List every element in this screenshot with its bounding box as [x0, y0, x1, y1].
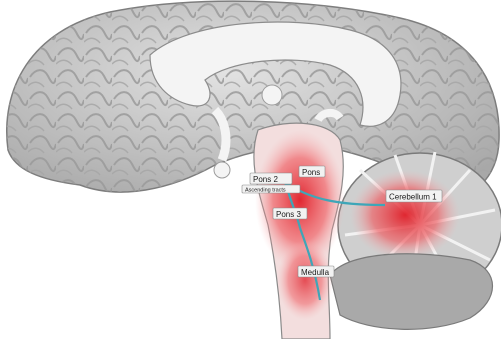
svg-text:Cerebellum 1: Cerebellum 1 — [389, 193, 437, 202]
label-pons3: Pons 3 — [273, 208, 307, 219]
label-cerebellum: Cerebellum 1 — [386, 190, 442, 202]
svg-text:Ascending tracts: Ascending tracts — [245, 188, 286, 194]
svg-text:Pons: Pons — [302, 168, 320, 177]
svg-text:Pons 3: Pons 3 — [276, 210, 301, 219]
label-pons2-sub: Ascending tracts — [242, 185, 300, 194]
svg-text:Pons 2: Pons 2 — [253, 175, 278, 184]
cerebellum-lower — [330, 254, 493, 330]
label-medulla: Medulla — [298, 266, 334, 277]
label-pons: Pons — [299, 166, 325, 177]
label-pons2: Pons 2 — [250, 173, 292, 184]
svg-text:Medulla: Medulla — [301, 268, 330, 277]
